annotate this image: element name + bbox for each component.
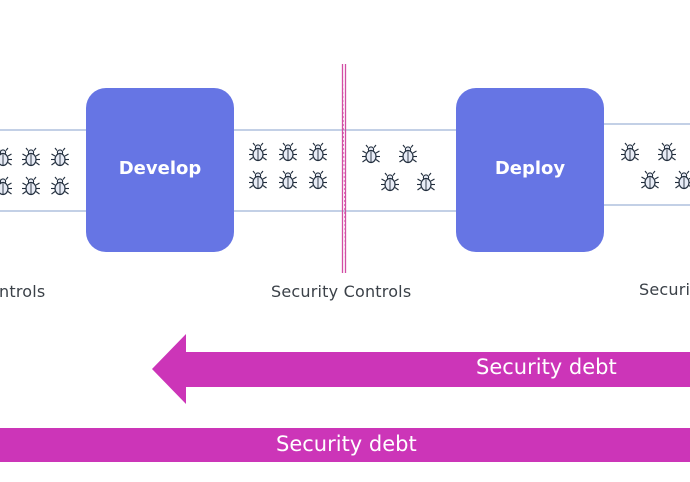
bug-icon (50, 176, 70, 196)
bug-icon (308, 170, 328, 190)
stage-title-deploy: Deploy (494, 158, 566, 179)
bug-icon (0, 147, 13, 167)
stage-box-develop (86, 88, 234, 252)
bug-icon (248, 142, 268, 162)
bug-icon (416, 172, 436, 192)
security-controls-label-right: Securi (639, 280, 690, 299)
bug-icon (620, 142, 640, 162)
bug-icon (361, 144, 381, 164)
security-debt-bar-lower (0, 428, 690, 462)
bug-icon (657, 142, 677, 162)
bug-icon (278, 170, 298, 190)
security-debt-arrow-upper (152, 334, 690, 404)
bug-icon (674, 170, 690, 190)
bug-icon (21, 147, 41, 167)
bug-icon (380, 172, 400, 192)
bug-icon (248, 170, 268, 190)
security-controls-label-left: ntrols (0, 282, 46, 301)
stage-box-deploy (456, 88, 604, 252)
bug-icon (308, 142, 328, 162)
security-debt-label-upper: Security debt (476, 355, 617, 379)
bug-icon (278, 142, 298, 162)
security-controls-label-center: Security Controls (271, 282, 412, 301)
bug-icon (21, 176, 41, 196)
stage-title-develop: Develop (118, 158, 202, 179)
bug-icon (398, 144, 418, 164)
bug-icon (0, 176, 13, 196)
security-control-divider (341, 63, 347, 274)
security-debt-label-lower: Security debt (276, 432, 417, 456)
bug-icon (50, 147, 70, 167)
bug-icon (640, 170, 660, 190)
